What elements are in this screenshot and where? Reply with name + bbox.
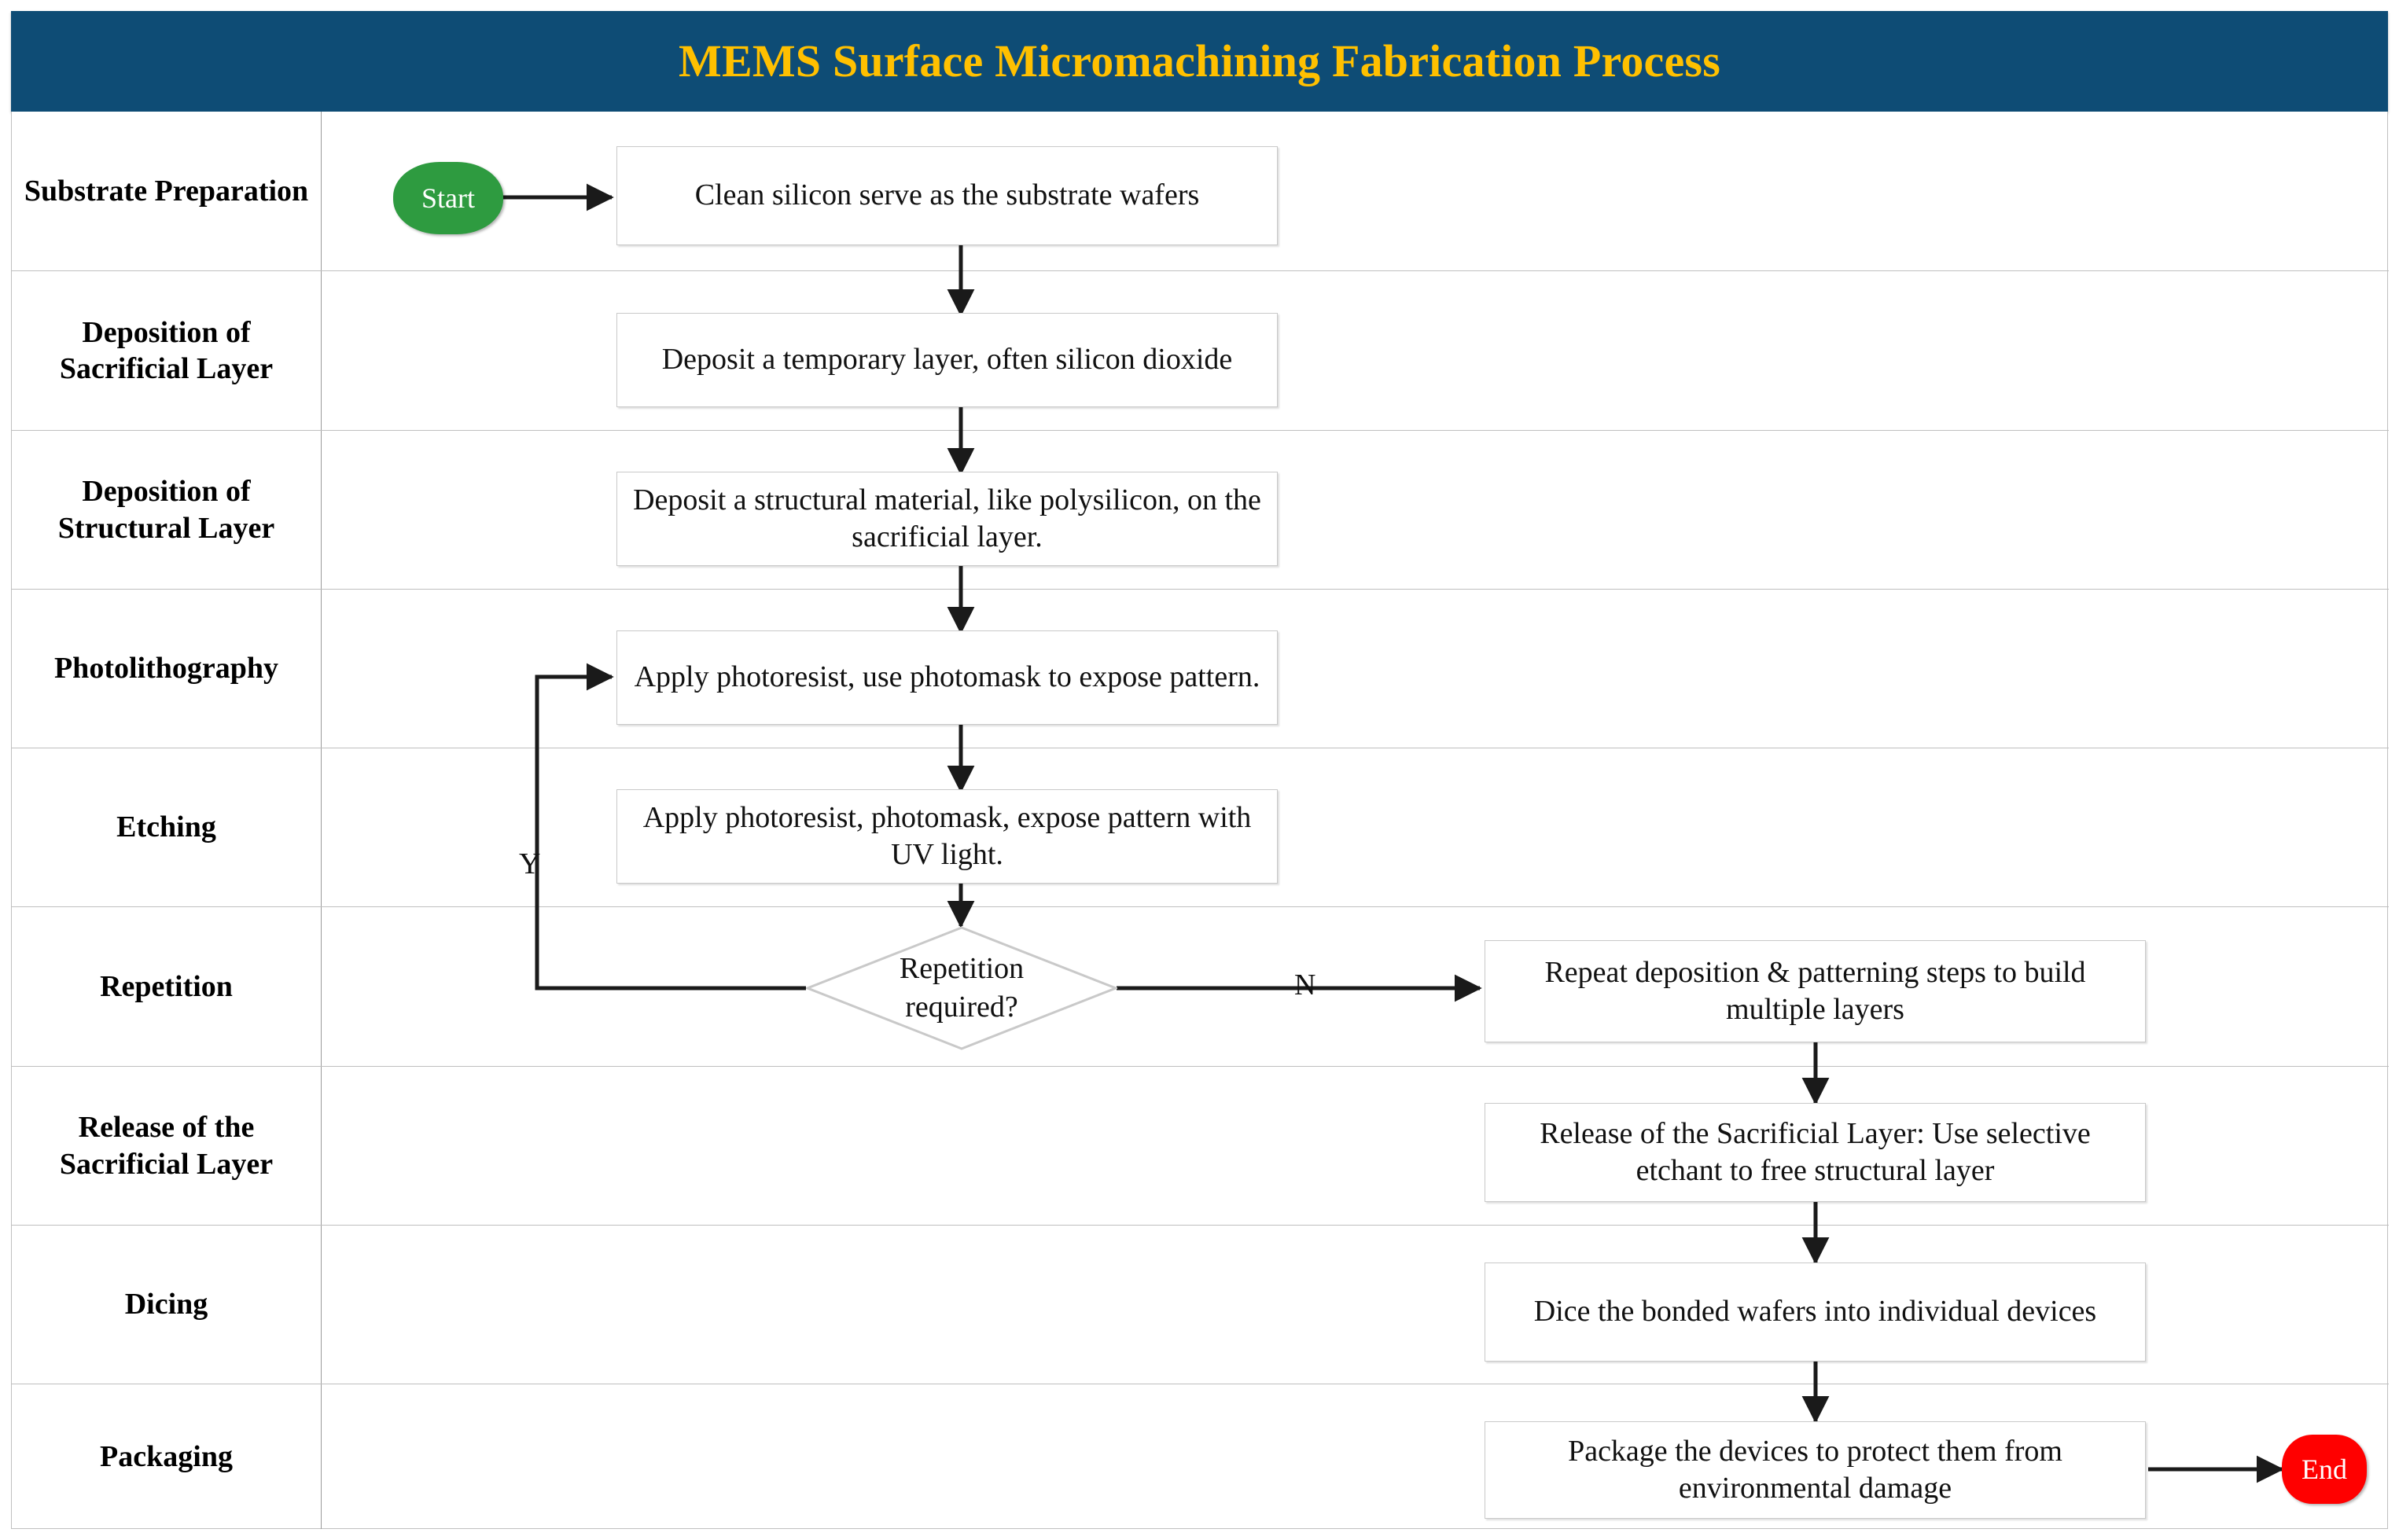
stage-label-dicing: Dicing	[12, 1226, 322, 1384]
page-title: MEMS Surface Micromachining Fabrication …	[679, 35, 1720, 86]
process-node-package-devices[interactable]: Package the devices to protect them from…	[1485, 1421, 2146, 1519]
table-row: Release of the Sacrificial Layer	[12, 1067, 2389, 1226]
table-row: Repetition	[12, 907, 2389, 1067]
end-label: End	[2301, 1454, 2347, 1485]
process-node-dice-bonded-wafers[interactable]: Dice the bonded wafers into individual d…	[1485, 1263, 2146, 1362]
stage-label-deposition-sacrificial-layer: Deposition of Sacrificial Layer	[12, 271, 322, 430]
stage-label-photolithography: Photolithography	[12, 590, 322, 748]
start-terminator[interactable]: Start	[393, 162, 503, 234]
decision-label-line1: Repetition	[899, 951, 1025, 985]
table-row: Etching	[12, 748, 2389, 907]
table-row: Deposition of Structural Layer	[12, 431, 2389, 590]
decision-node-repetition-required[interactable]: Repetition required?	[806, 926, 1117, 1050]
process-node-apply-photoresist-photomask[interactable]: Apply photoresist, use photomask to expo…	[616, 630, 1278, 725]
process-node-deposit-structural-material[interactable]: Deposit a structural material, like poly…	[616, 472, 1278, 566]
end-terminator[interactable]: End	[2282, 1435, 2367, 1504]
stage-label-substrate-preparation: Substrate Preparation	[12, 112, 322, 270]
page-header: MEMS Surface Micromachining Fabrication …	[11, 11, 2388, 112]
decision-label: Repetition required?	[806, 926, 1117, 1050]
diamond-shape	[806, 926, 1117, 1050]
stage-label-etching: Etching	[12, 748, 322, 906]
start-label: Start	[421, 182, 475, 214]
stage-label-repetition: Repetition	[12, 907, 322, 1066]
table-row: Photolithography	[12, 590, 2389, 748]
table-row: Packaging	[12, 1384, 2389, 1529]
table-row: Deposition of Sacrificial Layer	[12, 271, 2389, 431]
stage-label-packaging: Packaging	[12, 1384, 322, 1529]
process-node-deposit-temporary-layer[interactable]: Deposit a temporary layer, often silicon…	[616, 313, 1278, 407]
edge-label-yes: Y	[519, 847, 541, 880]
stage-label-deposition-structural-layer: Deposition of Structural Layer	[12, 431, 322, 589]
process-node-clean-silicon[interactable]: Clean silicon serve as the substrate waf…	[616, 146, 1278, 245]
edge-label-no: N	[1294, 968, 1316, 1002]
table-row: Substrate Preparation	[12, 112, 2389, 271]
table-row: Dicing	[12, 1226, 2389, 1384]
stage-label-release-sacrificial-layer: Release of the Sacrificial Layer	[12, 1067, 322, 1225]
process-node-expose-pattern-uv[interactable]: Apply photoresist, photomask, expose pat…	[616, 789, 1278, 884]
process-node-repeat-deposition-patterning[interactable]: Repeat deposition & patterning steps to …	[1485, 940, 2146, 1042]
decision-label-line2: required?	[905, 991, 1018, 1024]
process-node-release-sacrificial-layer[interactable]: Release of the Sacrificial Layer: Use se…	[1485, 1103, 2146, 1202]
